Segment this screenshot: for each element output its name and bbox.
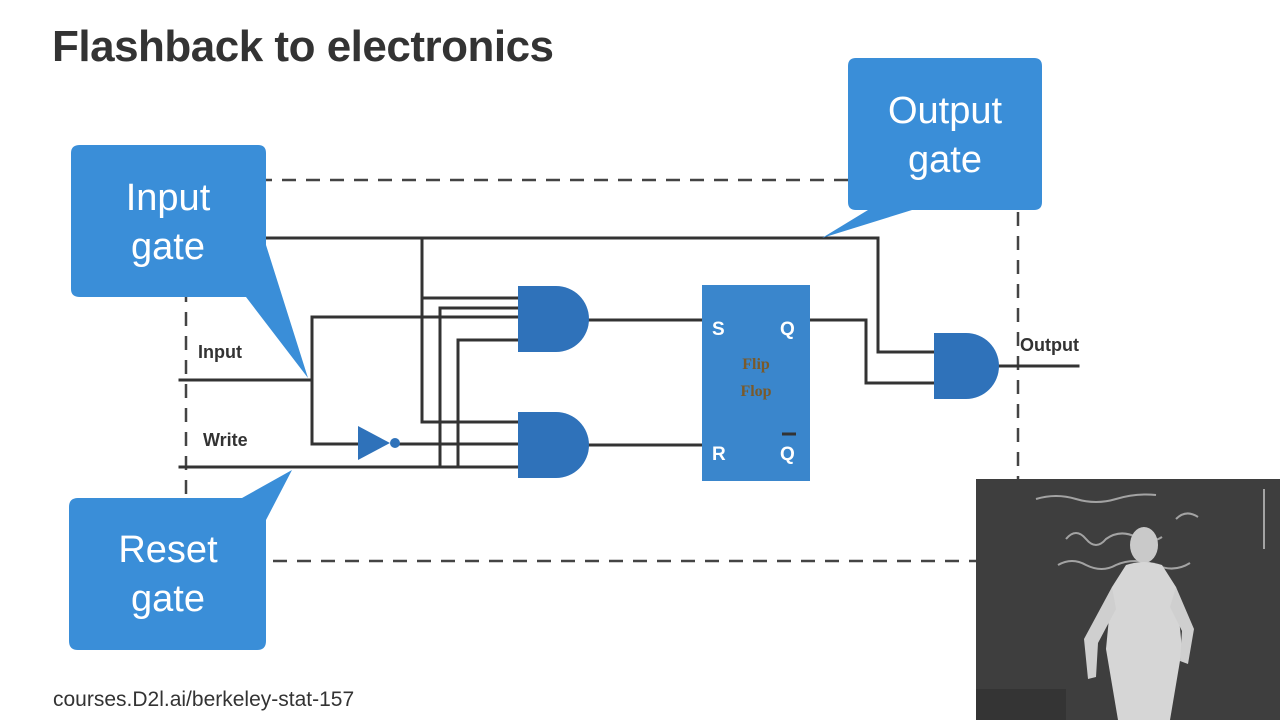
- write-wire-label: Write: [203, 430, 248, 450]
- flipflop-qbar-label: Q: [780, 444, 795, 465]
- input-gate-callout: Input gate: [71, 145, 308, 378]
- flip-flop-box: [702, 285, 810, 481]
- output-gate-line2: gate: [908, 139, 982, 181]
- presenter-video: [976, 479, 1280, 720]
- output-gate-callout: Output gate: [822, 58, 1042, 238]
- dashed-boundary: [184, 178, 1020, 563]
- wires: [178, 236, 1080, 469]
- input-wire-label: Input: [198, 342, 242, 362]
- flipflop-r-label: R: [712, 444, 726, 465]
- footer-url: courses.D2l.ai/berkeley-stat-157: [53, 688, 355, 711]
- not-gate: [358, 426, 400, 460]
- reset-gate-line2: gate: [131, 578, 205, 620]
- presenter-video-frame: [976, 479, 1280, 720]
- output-gate-line1: Output: [888, 90, 1003, 132]
- and-gate-output: [934, 333, 999, 399]
- and-gate-reset: [518, 412, 589, 478]
- and-gate-set: [518, 286, 589, 352]
- slide-title: Flashback to electronics: [52, 22, 554, 71]
- presenter-figure: [1084, 527, 1194, 720]
- flipflop-name-line1: Flip: [742, 356, 770, 373]
- reset-gate-callout: Reset gate: [69, 470, 292, 650]
- output-wire-label: Output: [1020, 335, 1079, 355]
- flipflop-s-label: S: [712, 319, 725, 340]
- input-gate-line1: Input: [126, 177, 211, 219]
- flipflop-name-line2: Flop: [740, 383, 771, 400]
- input-gate-line2: gate: [131, 226, 205, 268]
- reset-gate-line1: Reset: [118, 529, 218, 571]
- flipflop-q-label: Q: [780, 319, 795, 340]
